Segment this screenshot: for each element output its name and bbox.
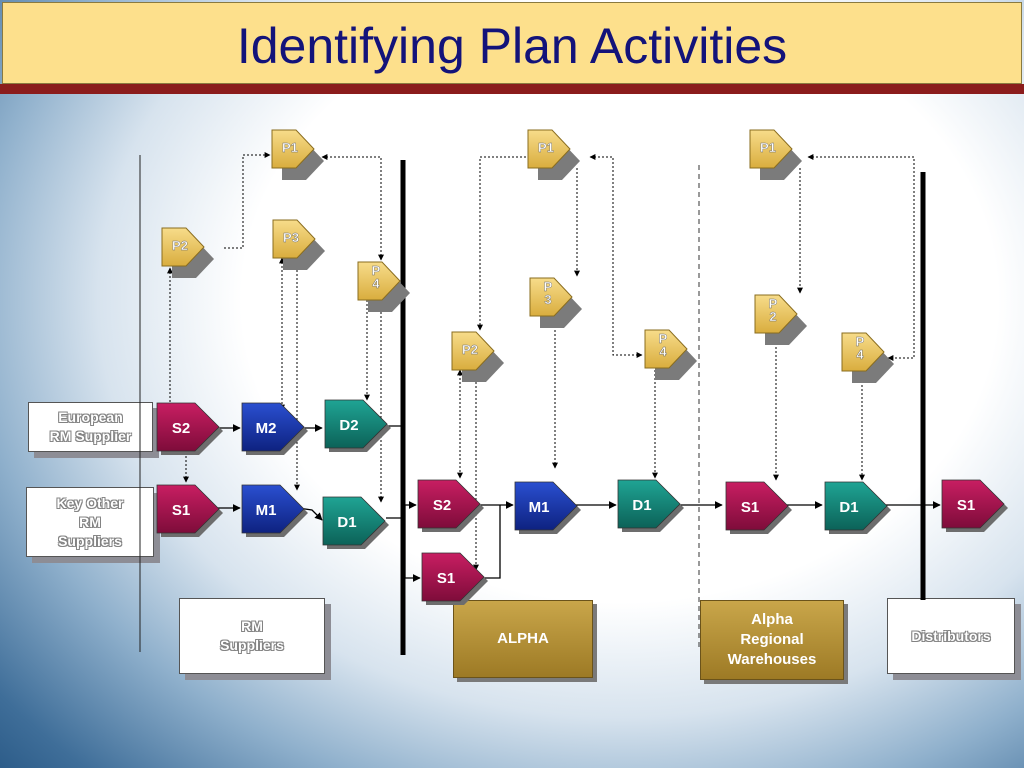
- p2b-label: P2: [462, 342, 478, 357]
- p1b-shape: [527, 129, 571, 169]
- m1a-node: M1: [241, 484, 308, 537]
- alpha-box: ALPHA: [453, 600, 593, 678]
- p1a-shape: [271, 129, 315, 169]
- key-other-rm-suppliers-box: Key Other RM Suppliers: [26, 487, 154, 557]
- d1c-shape: [824, 481, 888, 531]
- p3a-label: P3: [283, 230, 299, 245]
- s2a-label: S2: [172, 420, 190, 437]
- m1b-node: M1: [514, 481, 581, 534]
- title-underline-band: [0, 84, 1024, 94]
- p1c-node: P1: [749, 129, 802, 180]
- d2a-node: D2: [324, 399, 391, 452]
- p3a-node: P3: [272, 219, 325, 270]
- m1a-label: M1: [256, 502, 277, 519]
- p1c-shape: [749, 129, 793, 169]
- connectors: [167, 149, 941, 582]
- p1a-node: P1: [271, 129, 324, 180]
- rm-suppliers-box: RM Suppliers: [179, 598, 325, 674]
- s1c-label: S1: [741, 499, 759, 516]
- page-title: Identifying Plan Activities: [236, 18, 788, 74]
- s1b-shape: [421, 552, 485, 602]
- m1b-label: M1: [529, 499, 550, 516]
- p1c-label: P1: [760, 140, 776, 155]
- s1a-shape: [156, 484, 220, 534]
- d1b-node: D1: [617, 479, 684, 532]
- s1c-shape: [725, 481, 789, 531]
- d2a-label: D2: [339, 417, 358, 434]
- m2a-node: M2: [241, 402, 308, 455]
- alpha-label: ALPHA: [497, 630, 549, 647]
- p2b-node: P2: [451, 331, 504, 382]
- european-rm-supplier-box: European RM Supplier: [28, 402, 153, 452]
- s2b-label: S2: [433, 497, 451, 514]
- d1a-node: D1: [322, 496, 389, 549]
- s2a-shape: [156, 402, 220, 452]
- m1b-shape: [514, 481, 578, 531]
- d1a-label: D1: [337, 514, 356, 531]
- distributors-label: Distributors: [911, 627, 991, 644]
- rm-suppliers-label: RM Suppliers: [220, 618, 284, 653]
- d1b-shape: [617, 479, 681, 529]
- d2a-shape: [324, 399, 388, 449]
- p3b-shape: [529, 277, 573, 317]
- p1b-label: P1: [538, 140, 554, 155]
- m1a-shape: [241, 484, 305, 534]
- d1b-label: D1: [632, 497, 651, 514]
- d1c-label: D1: [839, 499, 858, 516]
- p3a-shape: [272, 219, 316, 259]
- s1a-label: S1: [172, 502, 190, 519]
- p1a-label: P1: [282, 140, 298, 155]
- plan-link-p2a-p1a: [224, 152, 271, 249]
- p2b-shape: [451, 331, 495, 371]
- key-other-rm-suppliers-label: Key Other RM Suppliers: [56, 494, 124, 549]
- flow-s1-m1: [478, 505, 501, 579]
- p4c-shape: [841, 332, 885, 372]
- flow-into-s1: [404, 505, 421, 582]
- boundary-lines: [139, 155, 926, 655]
- s2b-node: S2: [417, 479, 484, 532]
- s2a-node: S2: [156, 402, 223, 455]
- alpha-regional-warehouses-box: Alpha Regional Warehouses: [700, 600, 844, 680]
- p2a-label: P2: [172, 238, 188, 253]
- plan-link-p1b-p2b: [477, 156, 526, 331]
- m2a-label: M2: [256, 420, 277, 437]
- s1d-label: S1: [957, 497, 975, 514]
- s1b-label: S1: [437, 570, 455, 587]
- plan-link-p1c-p4c: [807, 154, 915, 361]
- d1a-shape: [322, 496, 386, 546]
- m2a-shape: [241, 402, 305, 452]
- s1b-node: S1: [421, 552, 488, 605]
- plan-link-p1a-p4a: [321, 154, 384, 261]
- plan-link-p1b-p4b: [589, 154, 643, 358]
- s1d-shape: [941, 479, 1005, 529]
- title-bar: Identifying Plan Activities: [2, 2, 1022, 84]
- s1c-node: S1: [725, 481, 792, 534]
- european-rm-supplier-label: European RM Supplier: [49, 409, 132, 444]
- s1a-node: S1: [156, 484, 223, 537]
- s1d-node: S1: [941, 479, 1008, 532]
- alpha-regional-warehouses-label: Alpha Regional Warehouses: [727, 611, 817, 668]
- d1c-node: D1: [824, 481, 891, 534]
- p2a-node: P2: [161, 227, 214, 278]
- s2b-shape: [417, 479, 481, 529]
- distributors-box: Distributors: [887, 598, 1015, 674]
- p2c-shape: [754, 294, 798, 334]
- p4a-shape: [357, 261, 401, 301]
- p1b-node: P1: [527, 129, 580, 180]
- p2a-shape: [161, 227, 205, 267]
- p4b-shape: [644, 329, 688, 369]
